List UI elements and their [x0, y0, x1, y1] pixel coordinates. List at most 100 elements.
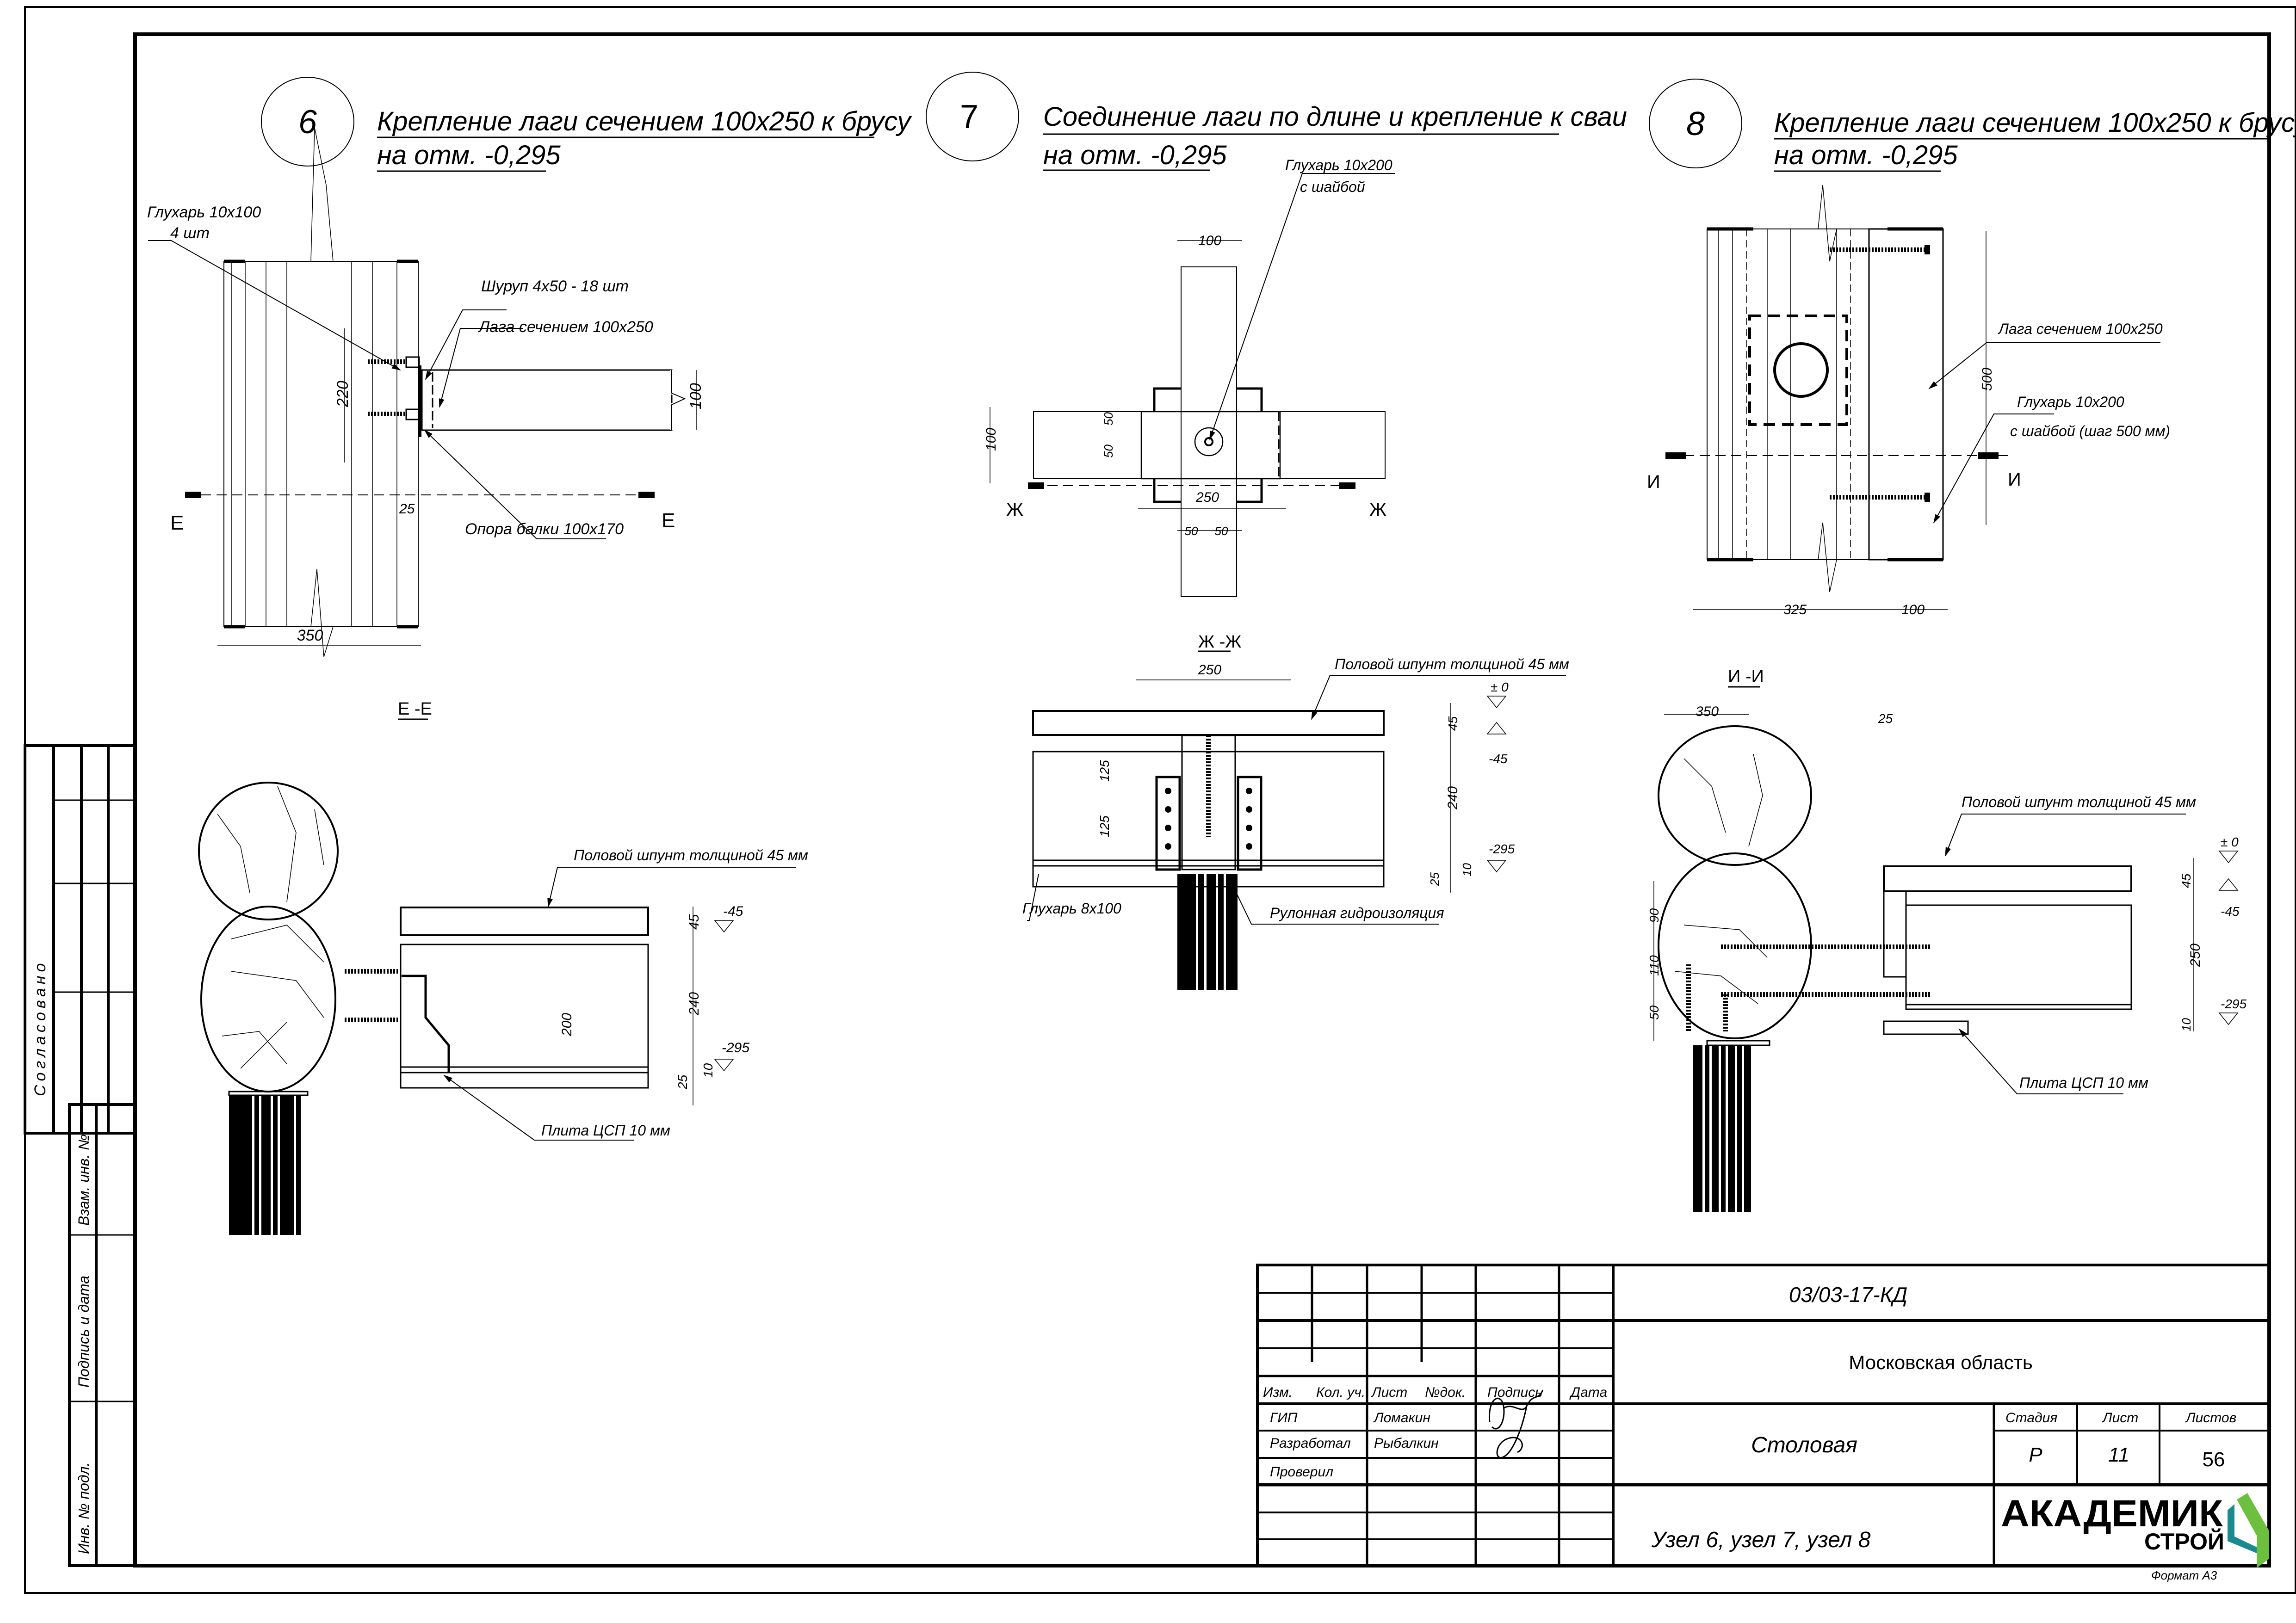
- dim-25: 25: [675, 1074, 690, 1090]
- label-waterproofing: Рулонная гидроизоляция: [1270, 905, 1444, 921]
- role-developed: Разработал: [1270, 1436, 1351, 1451]
- label-lag-screw-8x100: Глухарь 8х100: [1022, 900, 1121, 917]
- dim-100: 100: [1901, 602, 1925, 617]
- node-6: 6 Крепление лаги сечением 100х250 к брус…: [147, 77, 912, 1235]
- section-mark-zh-left: Ж: [1006, 500, 1023, 520]
- node-6-title-line2: на отм. -0,295: [377, 140, 561, 170]
- node-8-circle: [1649, 79, 1742, 168]
- label-plate: Плита ЦСП 10 мм: [541, 1122, 670, 1139]
- sheet-label: Лист: [2102, 1410, 2138, 1426]
- dim-bottom-50b: 50: [1215, 524, 1228, 538]
- label-joist: Лага сечением 100х250: [1998, 321, 2163, 337]
- header-list: Лист: [1371, 1385, 1407, 1400]
- label-plate: Плита ЦСП 10 мм: [2019, 1074, 2148, 1091]
- stage-label: Стадия: [2005, 1410, 2057, 1426]
- node-8-plan: 500 325 100 И И Лага сечением 100х250 Гл…: [1647, 185, 2170, 617]
- dim-10: 10: [1460, 863, 1474, 876]
- logo-house-icon: [2228, 1504, 2257, 1553]
- logo-main-text: АКАДЕМИК: [2001, 1493, 2223, 1535]
- section-title-e: Е -Е: [398, 699, 432, 719]
- dim-25: 25: [1428, 872, 1442, 886]
- label-support: Опора балки 100х170: [465, 520, 624, 538]
- name-developed: Рыбалкин: [1374, 1436, 1439, 1451]
- inner-frame: [133, 32, 2271, 1567]
- dim-25: 25: [399, 501, 415, 517]
- sheet-value: 11: [2108, 1444, 2129, 1466]
- format-label: Формат А3: [2151, 1568, 2217, 1582]
- dim-bottom-50a: 50: [1185, 524, 1198, 538]
- bolt-washer-icon: [1194, 427, 1224, 457]
- level-45: -45: [1489, 752, 1508, 766]
- dim-125a: 125: [1097, 760, 1112, 782]
- header-izm: Изм.: [1263, 1385, 1293, 1400]
- dim-25: 25: [1878, 711, 1893, 726]
- object-name: Столовая: [1751, 1433, 1857, 1457]
- pile-plan-icon: [1773, 342, 1829, 398]
- dim-125b: 125: [1097, 815, 1112, 837]
- dim-250: 250: [2188, 944, 2203, 967]
- sheets-value: 56: [2203, 1448, 2225, 1471]
- section-mark-i-right: И: [2008, 469, 2021, 490]
- node-8-number: 8: [1686, 105, 1705, 142]
- node-7: 7 Соединение лаги по длине и крепление к…: [926, 72, 1627, 990]
- stage-value: Р: [2029, 1444, 2042, 1466]
- dim-500: 500: [1980, 368, 1995, 391]
- node-7-title-line1: Соединение лаги по длине и крепление к с…: [1043, 102, 1627, 132]
- dim-325: 325: [1783, 602, 1807, 617]
- dim-110: 110: [1647, 955, 1661, 976]
- name-gip: Ломакин: [1373, 1410, 1430, 1426]
- role-gip: ГИП: [1270, 1410, 1298, 1426]
- label-washer: с шайбой: [1300, 179, 1365, 195]
- pile-icon: [1693, 1045, 1751, 1212]
- section-mark-e-right: Е: [662, 509, 675, 532]
- dim-45: 45: [2179, 873, 2193, 888]
- label-floor: Половой шпунт толщиной 45 мм: [574, 847, 808, 864]
- sheets-label: Листов: [2185, 1410, 2236, 1426]
- dim-90: 90: [1647, 908, 1661, 923]
- label-screw: Шуруп 4х50 - 18 шт: [481, 278, 629, 295]
- node-6-section: Е -Е 45 240 200 25: [198, 699, 808, 1235]
- dim-10: 10: [2179, 1018, 2193, 1031]
- doc-code: 03/03-17-КД: [1789, 1283, 1907, 1307]
- node-8-title-line1: Крепление лаги сечением 100х250 к брусу: [1774, 108, 2296, 138]
- stamp-replace-inv: Взам. инв. №: [75, 1134, 92, 1226]
- region: Московская область: [1849, 1351, 2032, 1373]
- dim-45: 45: [687, 914, 702, 930]
- dim-350: 350: [1696, 704, 1719, 719]
- label-lag-screw-10x100: Глухарь 10х100: [147, 204, 261, 221]
- level-0: ± 0: [1491, 680, 1509, 694]
- title-block: 03/03-17-КД Московская область Столовая …: [1256, 1264, 2271, 1582]
- header-doc-no: №док.: [1425, 1385, 1466, 1400]
- sheet-title: Узел 6, узел 7, узел 8: [1651, 1528, 1871, 1552]
- dim-10: 10: [701, 1063, 715, 1078]
- dim-220: 220: [334, 381, 352, 407]
- node-7-title-line2: на отм. -0,295: [1043, 140, 1227, 170]
- dim-350: 350: [297, 627, 323, 644]
- dim-50b: 50: [1102, 444, 1115, 458]
- section-mark-zh-right: Ж: [1369, 500, 1386, 520]
- dim-50: 50: [1647, 1005, 1661, 1020]
- label-lag-screw-10x200: Глухарь 10х200: [1285, 157, 1392, 173]
- label-lag-screw-qty: 4 шт: [170, 224, 210, 242]
- logo-sub-text: СТРОЙ: [2144, 1528, 2224, 1555]
- dim-240: 240: [1445, 786, 1461, 810]
- level-0: ± 0: [2221, 835, 2239, 849]
- node-6-title-line1: Крепление лаги сечением 100х250 к брусу: [377, 106, 912, 136]
- level-295: -295: [722, 1040, 749, 1055]
- role-checked: Проверил: [1270, 1464, 1333, 1480]
- node-7-number: 7: [960, 99, 978, 136]
- dim-200: 200: [559, 1013, 575, 1037]
- node-7-plan: 100 100 50 50 250 50 50 Ж Ж Глухарь 10х2…: [984, 157, 1395, 597]
- label-joist: Лага сечением 100х250: [478, 318, 653, 336]
- side-stamp: Согласовано Взам. инв. № Подпись и дата …: [24, 744, 136, 1567]
- node-7-section: Ж -Ж 250 45 240 125: [1022, 632, 1569, 990]
- node-6-plan: 220 100 25 350 Е Е Глухарь 10х100 4 шт Ш…: [147, 127, 705, 657]
- label-washer-step: с шайбой (шаг 500 мм): [2010, 423, 2170, 439]
- level-45: -45: [723, 904, 743, 919]
- stamp-sign-date: Подпись и дата: [75, 1276, 92, 1388]
- dim-top-100: 100: [1198, 233, 1221, 248]
- signature-icon: [1488, 1389, 1544, 1459]
- pile-icon: [229, 1096, 301, 1235]
- dim-240: 240: [687, 992, 702, 1016]
